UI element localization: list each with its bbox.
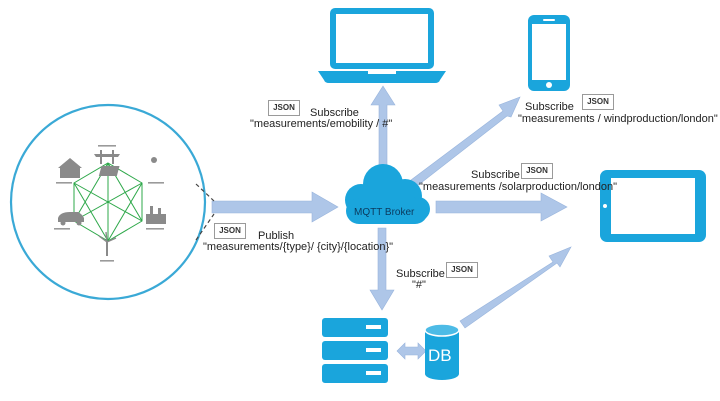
tablet-subscribe-action: Subscribe xyxy=(471,169,520,181)
json-badge-server: JSON xyxy=(446,262,478,278)
server-subscribe-action: Subscribe xyxy=(396,268,445,280)
subscribe-arrow-phone xyxy=(406,96,521,191)
publish-arrow xyxy=(211,191,339,223)
server-db-double-arrow xyxy=(396,342,427,360)
device-network-cluster xyxy=(9,103,207,301)
tablet-subscribe-topic: "measurements /solarproduction/london" xyxy=(419,181,617,193)
json-badge-tablet: JSON xyxy=(521,163,553,179)
server-subscribe-topic: "#" xyxy=(412,279,426,291)
publish-action: Publish xyxy=(258,230,295,242)
energy-pictograms xyxy=(58,150,166,256)
subscribe-arrow-tablet xyxy=(435,192,568,222)
json-badge-publish: JSON xyxy=(214,223,246,239)
publish-topic: "measurements/{type}/ {city}/{location}" xyxy=(203,241,394,253)
database-label: DB xyxy=(428,346,452,365)
database-icon xyxy=(424,323,460,380)
db-to-tablet-arrow xyxy=(459,246,572,329)
pictogram-captions xyxy=(54,145,164,262)
phone-subscribe-action: Subscribe xyxy=(525,101,574,113)
publish-dashed-links xyxy=(195,183,215,241)
smartphone-icon xyxy=(528,15,570,91)
cloud-icon xyxy=(345,164,430,224)
laptop-subscribe-topic: "measurements/emobility / #" xyxy=(250,118,393,130)
subscribe-arrow-server xyxy=(369,227,395,311)
laptop-subscribe-action: Subscribe xyxy=(310,107,359,119)
broker-label: MQTT Broker xyxy=(354,207,415,218)
json-badge-phone: JSON xyxy=(582,94,614,110)
server-rack-icon xyxy=(322,318,388,383)
subscribe-arrow-laptop xyxy=(370,85,396,166)
tablet-icon xyxy=(600,170,706,242)
json-badge-laptop: JSON xyxy=(268,100,300,116)
laptop-icon xyxy=(318,8,446,83)
phone-subscribe-topic: "measurements / windproduction/london" xyxy=(518,113,718,125)
